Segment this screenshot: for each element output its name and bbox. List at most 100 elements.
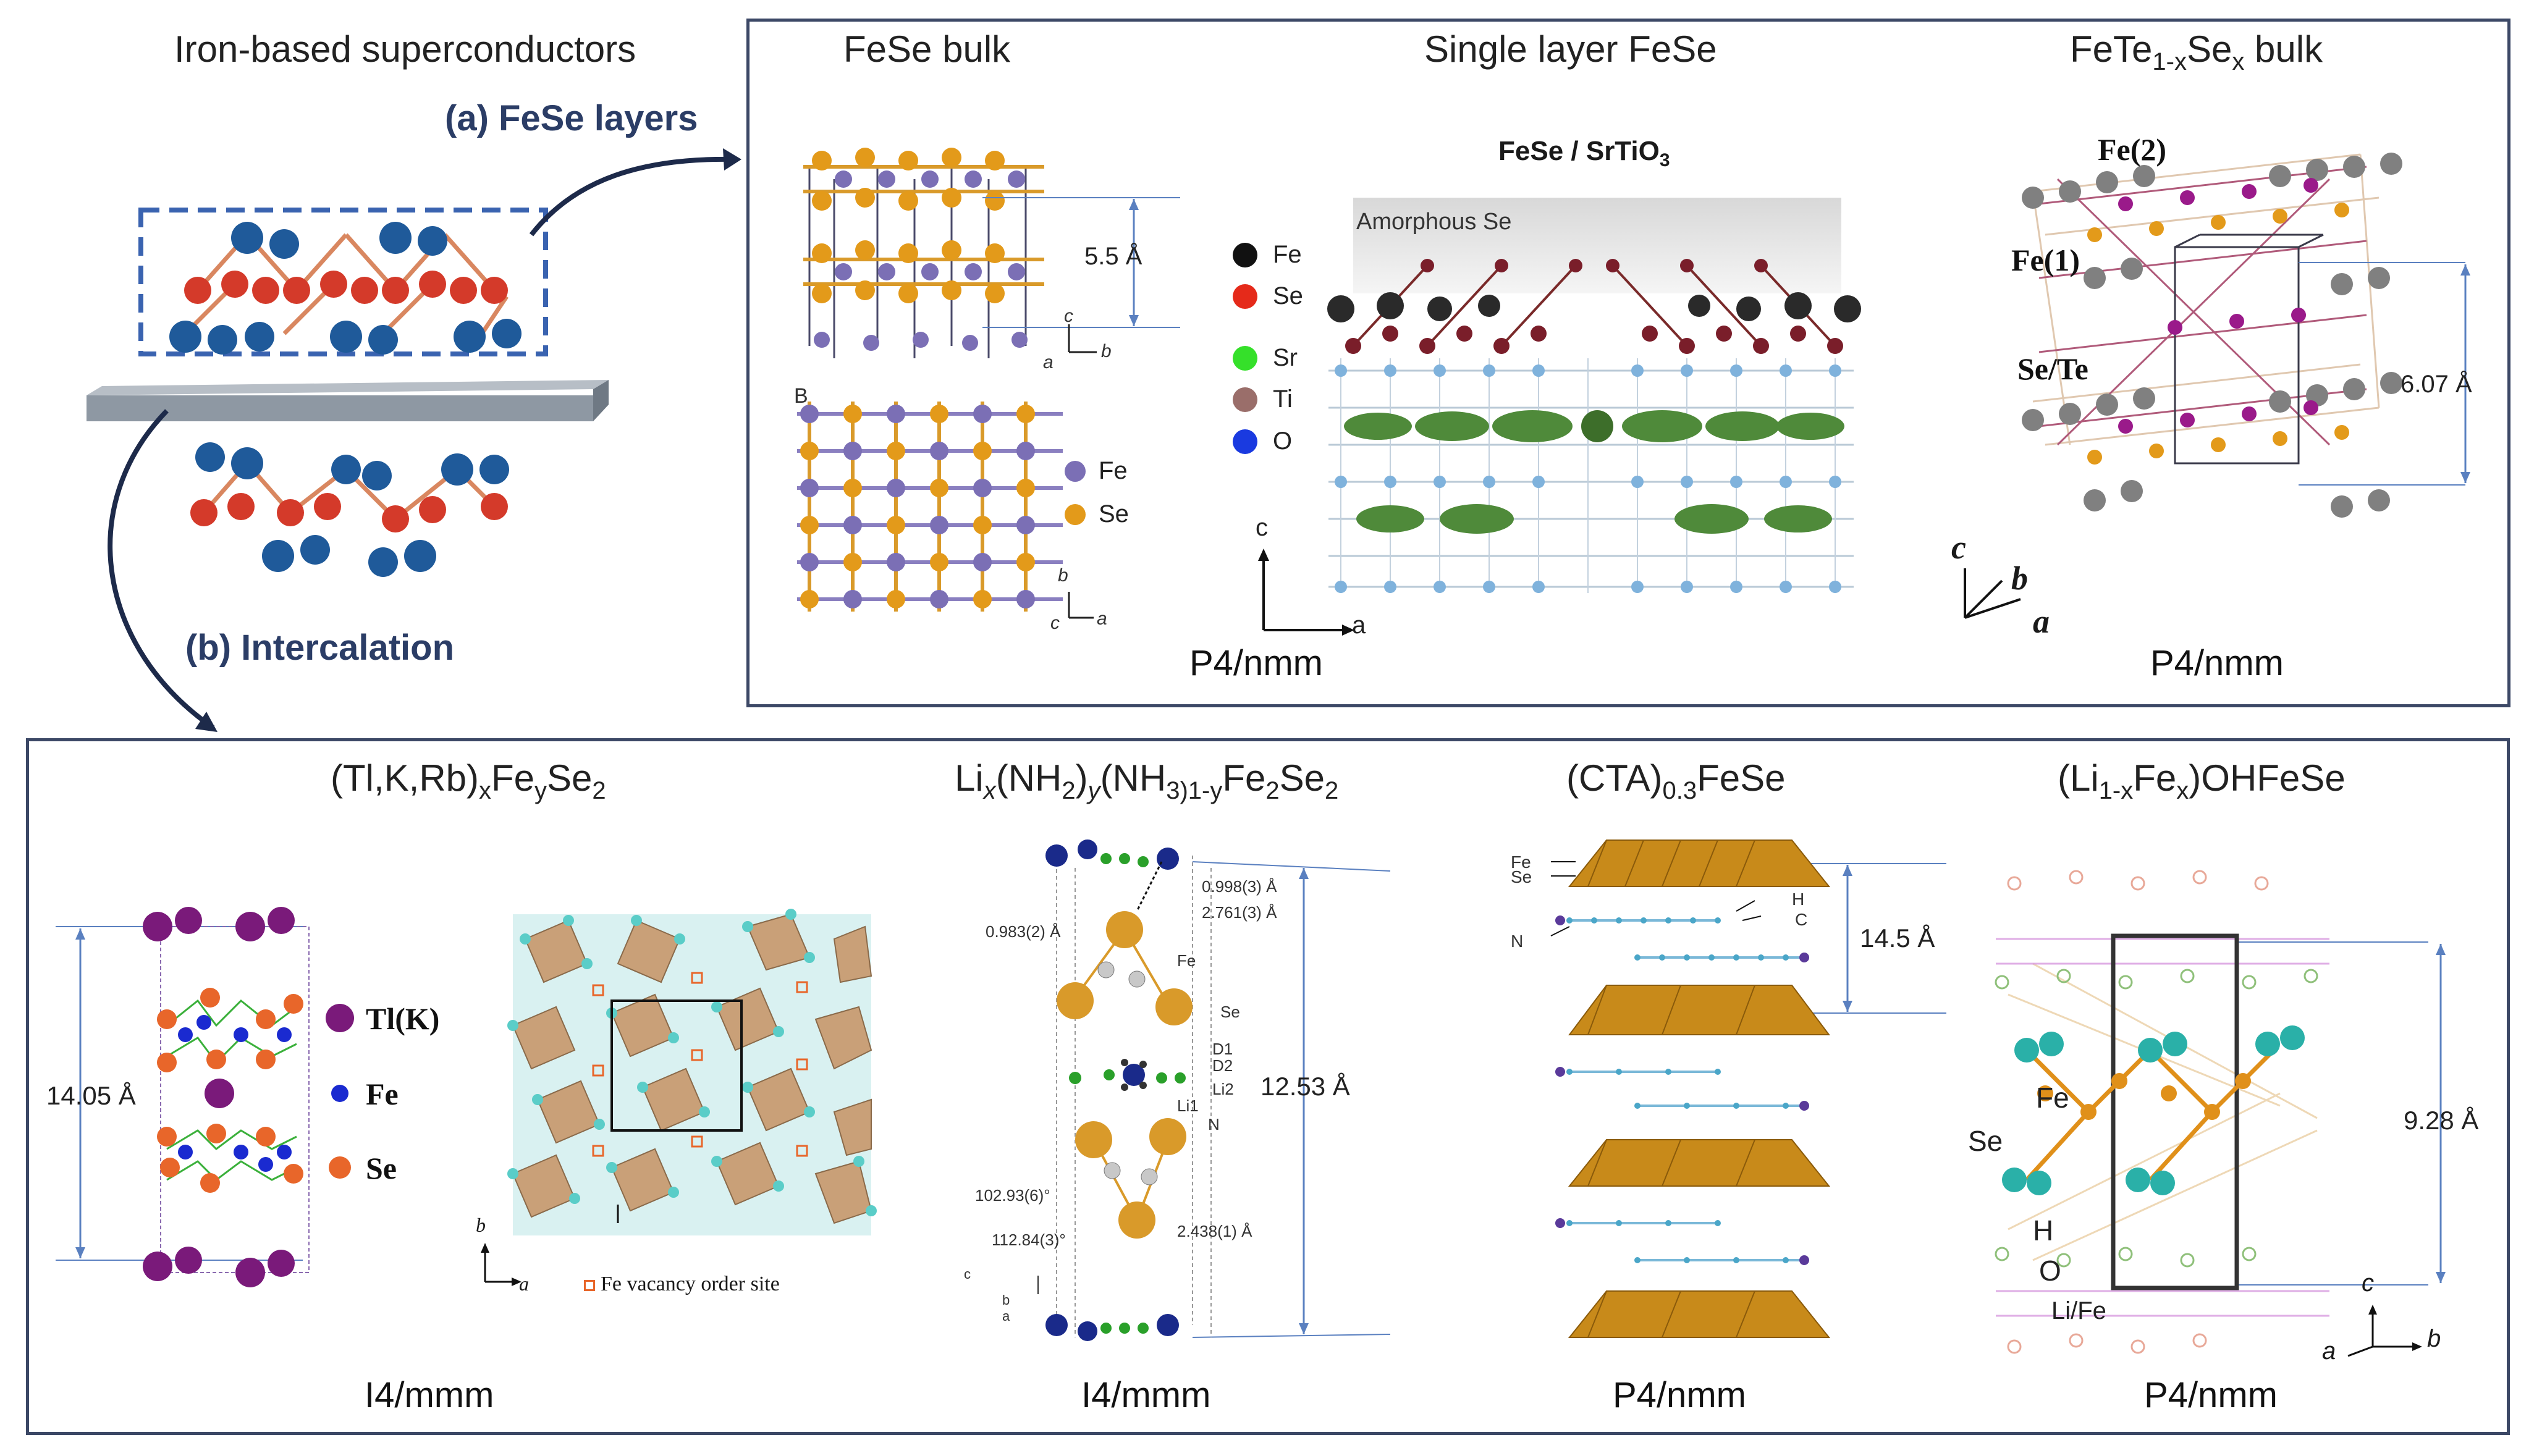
lioh-label-h: H [2033,1214,2054,1247]
lioh-label-o: O [2039,1255,2061,1287]
tlk-axis-a: a [519,1273,529,1295]
bulk-legend-se: Se [1099,500,1129,528]
single-space-group: P4/nmm [1189,643,1323,683]
arrow-to-fese-panel [529,156,736,237]
single-layer-axes [1258,549,1354,636]
lioh-axis-a: a [2322,1337,2336,1365]
single-legend-fe: Fe [1273,241,1302,268]
tlk-title: (Tl,K,Rb)xFeySe2 [331,757,606,804]
single-layer-legend-dots [1233,243,1257,454]
single-axis-a: a [1352,612,1366,639]
fete-label-sete: Se/Te [2017,351,2088,386]
tlk-spacing-label: 14.05 Å [46,1081,136,1110]
lioh-structure [1995,870,2446,1354]
fese-srtio3-main: FeSe / SrTiO [1498,136,1660,166]
cta-label-se: Se [1511,867,1532,886]
cta-structure [1550,840,1946,1338]
dashed-selection-box [138,208,548,356]
li-annotation-li2: Li2 [1212,1080,1234,1098]
left-title: Iron-based superconductors [174,28,636,70]
li-annotation-se: Se [1220,1003,1240,1021]
lioh-label-life: Li/Fe [2051,1297,2106,1324]
label-fese-layers: (a) FeSe layers [445,98,698,138]
cta-label-n: N [1511,932,1524,951]
arrow-to-intercalation-panel [108,409,215,730]
cta-label-fe: Fe [1511,852,1531,872]
top-panel-frame [746,19,2510,707]
fete-axis-b: b [2011,560,2028,597]
bulk-bottom-axis-c: c [1050,613,1060,633]
lioh-space-group: P4/nmm [2144,1375,2278,1415]
tlk-vacancy-note: Fe vacancy order site [601,1273,780,1295]
li-annotation-1: 0.998(3) Å [1202,877,1277,896]
single-legend-se: Se [1273,282,1303,309]
fese-layers-illustration [87,148,741,732]
cta-title: (CTA)0.3FeSe [1566,757,1786,804]
fese-bulk-title: FeSe bulk [843,28,1011,70]
bulk-axis-a: a [1043,352,1054,372]
bulk-corner-label: B [794,384,808,408]
li-spacing-label: 12.53 Å [1260,1072,1350,1101]
li-axis-c: c [964,1266,971,1282]
fete-bulk-title: FeTe1-xSex bulk [2070,28,2323,75]
tlk-space-group: I4/mmm [365,1375,494,1415]
lioh-axis-b: b [2427,1325,2441,1352]
tlk-legend-se: Se [366,1151,397,1185]
single-legend-o: O [1273,427,1293,455]
lioh-axis-c: c [2362,1269,2374,1297]
fete-axis-a: a [2033,603,2050,640]
single-layer-structure [1327,198,1861,593]
tlk-lattice-axes [481,1243,522,1286]
single-legend-sr: Sr [1273,344,1298,371]
fete-bulk-structure [2022,153,2470,518]
li-axis-b: b [1002,1292,1010,1308]
li-title: Lix(NH2)y(NH3)1-yFe2Se2 [955,757,1339,804]
single-layer-title: Single layer FeSe [1424,28,1717,70]
fete-spacing-label: 6.07 Å [2401,371,2472,398]
lioh-label-fe: Fe [2036,1082,2069,1114]
cta-label-c: C [1795,910,1808,929]
fete-label-fe1: Fe(1) [2011,243,2080,277]
li-axis-a: a [1002,1308,1010,1324]
cta-space-group: P4/nmm [1613,1375,1746,1415]
tlk-unit-cell [56,907,310,1287]
tlk-vacancy-lattice [507,909,877,1235]
amorphous-se-label: Amorphous Se [1356,209,1512,235]
fete-space-group: P4/nmm [2150,643,2284,683]
fese-bulk-structure [797,148,1180,619]
single-legend-ti: Ti [1273,385,1293,413]
li-annotation-d1: D1 [1212,1040,1233,1058]
li-annotation-n: N [1208,1115,1220,1134]
bulk-bottom-axis-a: a [1097,608,1107,629]
bulk-spacing-label: 5.5 Å [1084,243,1142,270]
li-annotation-3: 0.983(2) Å [986,922,1061,941]
bulk-axis-b: b [1101,341,1112,361]
li-annotation-d2: D2 [1212,1056,1233,1075]
bulk-legend-fe: Fe [1099,457,1128,484]
lioh-spacing-label: 9.28 Å [2404,1106,2479,1135]
lioh-title: (Li1-xFex)OHFeSe [2058,757,2346,804]
fese-srtio3-sub: 3 [1659,149,1670,170]
li-space-group: I4/mmm [1081,1375,1211,1415]
bulk-axis-c: c [1064,306,1073,326]
lioh-label-se: Se [1968,1125,2003,1157]
bottom-panel-frame [26,738,2510,1435]
fete-label-fe2: Fe(2) [2098,132,2167,167]
vacancy-square-icon [584,1280,595,1291]
li-annotation-bond: 2.438(1) Å [1177,1222,1252,1240]
cta-label-h: H [1792,890,1805,909]
fese-srtio3-subtitle: FeSe / SrTiO3 [1498,136,1670,171]
tlk-legend-fe: Fe [366,1077,399,1111]
single-axis-c: c [1256,514,1268,541]
tlk-legend-dots [326,1004,354,1179]
lioh-axes [2347,1305,2422,1357]
label-intercalation: (b) Intercalation [185,628,455,668]
fete-axes [1964,568,2021,619]
li-annotation-angle2: 112.84(3)° [992,1231,1066,1249]
fete-axis-c: c [1951,529,1966,566]
li-annotation-fe: Fe [1177,951,1196,970]
li-structure [1037,840,1391,1341]
li-annotation-2: 2.761(3) Å [1202,903,1277,922]
cta-spacing-label: 14.5 Å [1860,924,1935,953]
tlk-axis-b: b [476,1214,486,1236]
